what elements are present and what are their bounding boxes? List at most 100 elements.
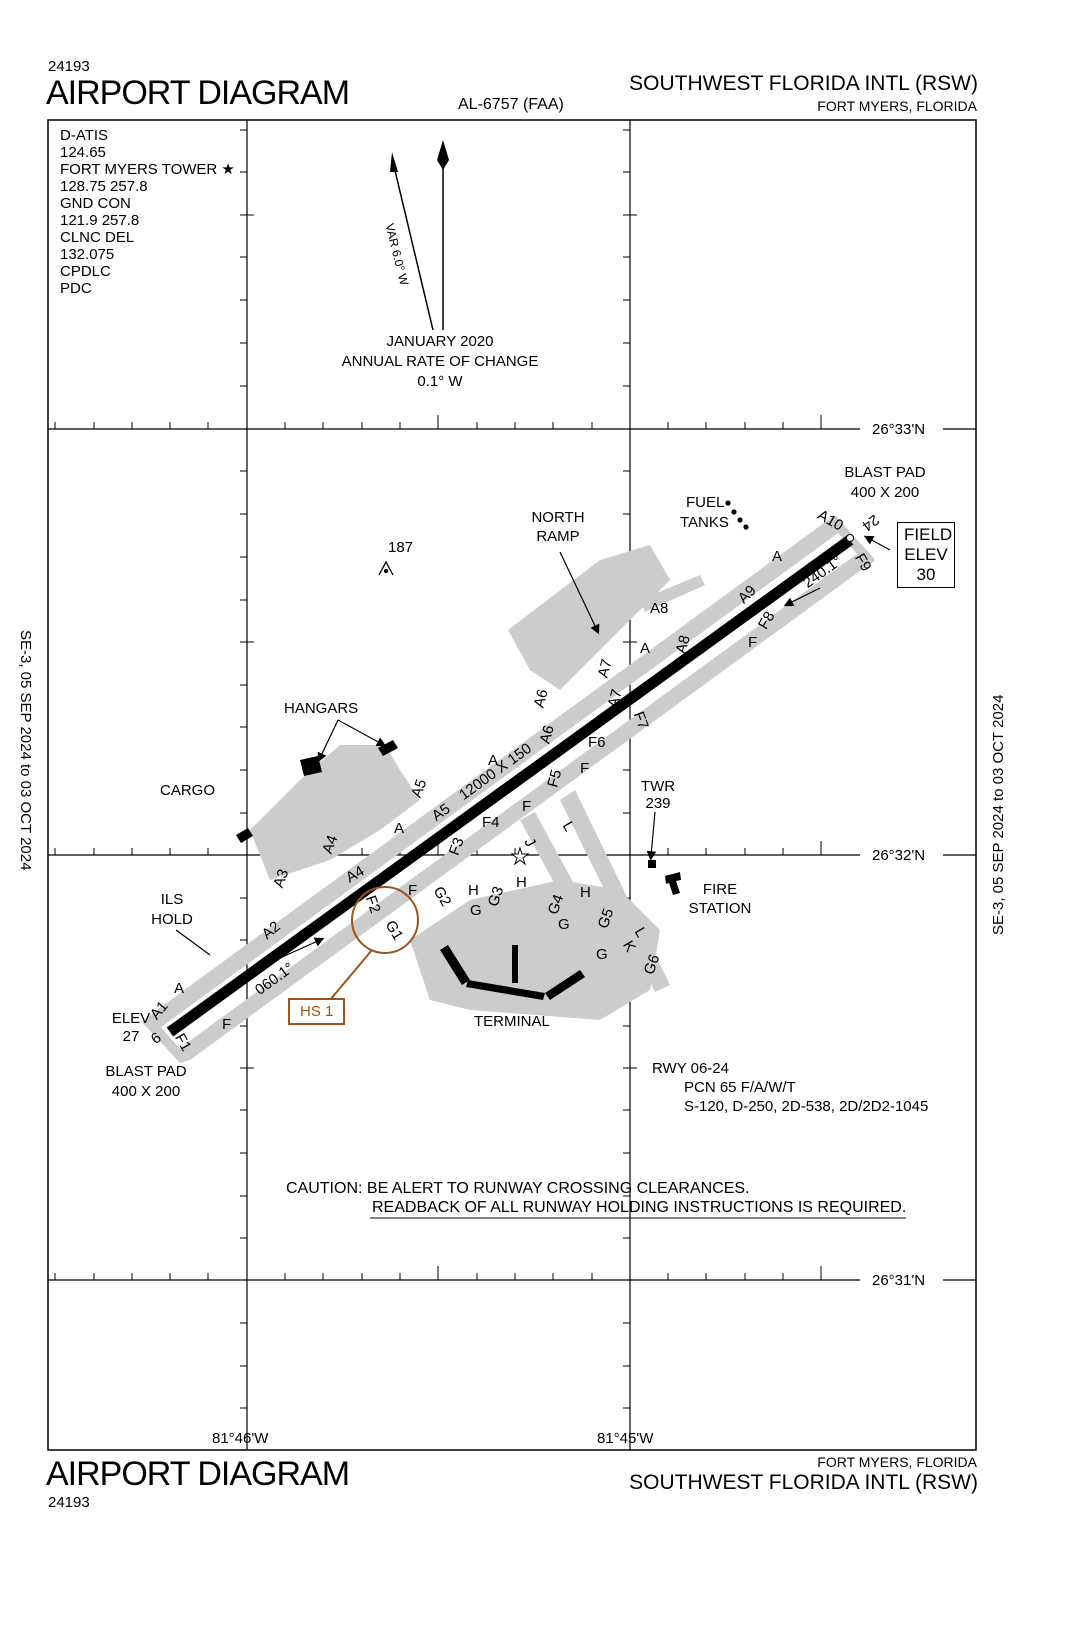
heading-240-arrow — [783, 587, 821, 607]
freq-line: CLNC DEL — [60, 229, 135, 246]
taxiway-f-label: F — [748, 634, 758, 651]
fuel-tanks-icon — [725, 500, 749, 530]
page-title-top: AIRPORT DIAGRAM — [46, 74, 350, 112]
hangar-building-2 — [378, 740, 398, 756]
field-elev-pointer — [863, 535, 891, 551]
north-ramp-label: NORTH — [531, 509, 585, 526]
taxiway-a8-label: A8 — [650, 600, 669, 617]
chart-number-bottom: 24193 — [48, 1494, 90, 1511]
airport-name-top: SOUTHWEST FLORIDA INTL (RSW) — [629, 72, 978, 95]
terminal-label: TERMINAL — [474, 1013, 550, 1030]
cargo-hangar-ramp — [250, 745, 420, 880]
taxiway-a-label: A — [394, 820, 405, 837]
field-elev-value: 30 — [916, 565, 936, 584]
chart-number-top: 24193 — [48, 58, 90, 75]
field-elev-label: FIELD — [904, 525, 953, 544]
elev-sw-label: ELEV — [111, 1010, 151, 1027]
blast-pad-ne-size: 400 X 200 — [850, 484, 920, 501]
city-bottom: FORT MYERS, FLORIDA — [817, 1454, 977, 1470]
taxiway-h-label: H — [468, 882, 479, 899]
tower-label: TWR — [640, 778, 676, 795]
ils-hold-label-2: HOLD — [151, 911, 193, 928]
taxiway-h-label: H — [516, 874, 527, 891]
freq-line: 124.65 — [60, 144, 106, 161]
effective-dates-left: SE-3, 05 SEP 2024 to 03 OCT 2024 — [17, 630, 34, 871]
caution-line-2: READBACK OF ALL RUNWAY HOLDING INSTRUCTI… — [372, 1199, 907, 1216]
taxiway-a-label: A — [174, 980, 185, 997]
tower-star-icon: ★ — [221, 161, 235, 178]
taxiway-g-label: G — [558, 916, 570, 933]
rwy-strength: S-120, D-250, 2D-538, 2D/2D2-1045 — [684, 1098, 929, 1115]
station-label: STATION — [688, 900, 752, 917]
diagram-frame — [47, 119, 977, 1451]
freq-line: PDC — [60, 280, 92, 297]
ils-hold-label: ILS — [160, 891, 184, 908]
taxiway-h-label: H — [580, 884, 591, 901]
obstacle-icon — [378, 560, 394, 576]
caution-line-1: CAUTION: BE ALERT TO RUNWAY CROSSING CLE… — [286, 1180, 750, 1197]
rwy-designation: RWY 06-24 — [652, 1060, 729, 1077]
hangars-label: HANGARS — [284, 700, 359, 717]
cargo-label: CARGO — [160, 782, 216, 799]
north-ramp-area — [508, 545, 670, 690]
hangar-building-1 — [300, 756, 322, 776]
freq-line: 128.75 257.8 — [60, 178, 148, 195]
freq-line: 121.9 257.8 — [60, 212, 140, 229]
freq-line: D-ATIS — [60, 127, 109, 144]
taxiway-f-label: F — [408, 882, 418, 899]
taxiway-f-label: F — [522, 798, 532, 815]
hot-spot-label[interactable]: HS 1 — [288, 998, 346, 1025]
hotspot-circle — [351, 886, 419, 954]
elev-sw-value: 27 — [122, 1028, 140, 1045]
rate-value: 0.1° W — [417, 373, 463, 390]
taxiway-f4-label: F4 — [482, 814, 500, 831]
fire-station-building — [665, 872, 681, 895]
rate-label: ANNUAL RATE OF CHANGE — [341, 353, 539, 370]
blast-pad-sw-label: BLAST PAD — [105, 1063, 187, 1080]
taxiway-a-label: A — [772, 548, 783, 565]
taxiway-f-label: F — [580, 760, 590, 777]
freq-line: 132.075 — [60, 246, 115, 263]
lat-lon-grid — [48, 120, 976, 1450]
north-ramp-label-2: RAMP — [536, 528, 580, 545]
hangar-pointer-2 — [337, 719, 387, 747]
blast-pad-sw-size: 400 X 200 — [111, 1083, 181, 1100]
tower-building — [648, 860, 656, 868]
heading-060-arrow — [279, 937, 325, 959]
buildings — [236, 740, 681, 895]
blast-pad-ne-label: BLAST PAD — [844, 464, 926, 481]
lat-top: 26°33'N — [872, 421, 926, 438]
hangar-pointer-1 — [317, 719, 339, 763]
fuel-label: FUEL — [686, 494, 725, 511]
taxiway-g-label: G — [596, 946, 608, 963]
freq-line: CPDLC — [60, 263, 111, 280]
tower-pointer — [646, 811, 657, 861]
taxiway-g-label: G — [470, 902, 482, 919]
taxiway-a-label: A — [488, 752, 499, 769]
freq-line: GND CON — [60, 195, 131, 212]
lon-right: 81°45'W — [597, 1430, 654, 1447]
tower-height: 239 — [645, 795, 671, 812]
magnetic-north-arrow — [390, 152, 434, 331]
taxiway-f6-label: F6 — [588, 734, 606, 751]
field-elevation-box: FIELD ELEV 30 — [897, 522, 955, 588]
city-top: FORT MYERS, FLORIDA — [817, 98, 977, 114]
taxiway-a-label: A — [640, 640, 651, 657]
obstacle-height: 187 — [388, 539, 414, 556]
frequency-list: D-ATIS 124.65 FORT MYERS TOWER ★ 128.75 … — [60, 127, 235, 297]
ils-hold-pointer — [175, 929, 211, 956]
field-elev-label: ELEV — [904, 545, 948, 564]
tanks-label: TANKS — [680, 514, 729, 531]
lat-mid: 26°32'N — [872, 847, 926, 864]
effective-dates-right: SE-3, 05 SEP 2024 to 03 OCT 2024 — [990, 694, 1007, 935]
rwy-pcn: PCN 65 F/A/W/T — [684, 1079, 796, 1096]
airport-name-bottom: SOUTHWEST FLORIDA INTL (RSW) — [629, 1471, 978, 1494]
freq-line: FORT MYERS TOWER ★ — [60, 161, 235, 178]
cargo-building — [236, 828, 253, 843]
north-ramp-pointer — [559, 551, 600, 635]
magnetic-date: JANUARY 2020 — [386, 333, 494, 350]
al-number: AL-6757 (FAA) — [458, 96, 564, 113]
north-arrow — [437, 140, 449, 330]
beacon-icon — [510, 846, 530, 866]
